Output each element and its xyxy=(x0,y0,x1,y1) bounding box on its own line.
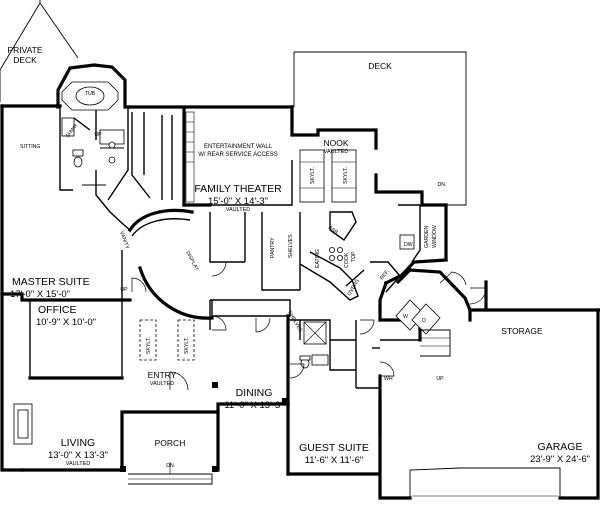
master-suite-name: MASTER SUITE xyxy=(12,276,90,288)
up-label-bath: UP xyxy=(94,132,102,138)
up-label-stair: UP xyxy=(120,287,128,293)
porch-name: PORCH xyxy=(155,438,186,448)
private-deck-label-1: PRIVATE xyxy=(7,45,42,55)
garage-name: GARAGE xyxy=(538,441,583,453)
sitting-label: SITTING xyxy=(20,144,40,150)
skylt-label-entry-2: SKYLT. xyxy=(184,337,190,354)
garage-door xyxy=(409,467,561,498)
garden-window-label-1: GARDEN xyxy=(424,226,430,248)
cook-label: COOK xyxy=(344,252,350,268)
dining-dims: 11'-0" X 13'-3" xyxy=(224,400,283,411)
top-label: TOP xyxy=(351,251,357,262)
nook-note: VAULTED xyxy=(324,149,349,155)
tub-label: TUB xyxy=(85,91,96,97)
entry-name: ENTRY xyxy=(148,370,177,380)
wh-label: WH xyxy=(384,376,393,382)
eating-label: EATING xyxy=(315,249,321,268)
skylt-label-entry-1: SKYLT. xyxy=(146,337,152,354)
master-suite-dims: 17'-0" X 15'-0" xyxy=(10,289,70,300)
w-label: W xyxy=(403,314,408,320)
entry-skylights xyxy=(139,319,195,361)
up-label-garage: UP xyxy=(436,376,444,382)
office-dims: 10'-9" X 10'-0" xyxy=(36,317,96,328)
ovens-label: OVENS xyxy=(347,278,362,297)
garage-step xyxy=(420,329,451,357)
deck-label: DECK xyxy=(368,61,392,71)
doors xyxy=(131,261,487,391)
nook-name: NOOK xyxy=(323,138,348,148)
living-note: VAULTED xyxy=(66,461,91,467)
family-theater-note: VAULTED xyxy=(226,207,251,213)
d-label: D xyxy=(422,318,426,324)
ref-label: REF. xyxy=(379,269,391,281)
interior-walls xyxy=(0,106,421,406)
private-deck-label-2: DECK xyxy=(13,55,37,65)
room-labels: PRIVATE DECK DECK TUB SITTING SHWR ENTER… xyxy=(7,45,590,467)
guest-suite-name: GUEST SUITE xyxy=(299,442,369,454)
family-theater-name: FAMILY THEATER xyxy=(194,183,282,195)
entertainment-label-1: ENTERTAINMENT WALL xyxy=(204,144,273,150)
pantry-label: PANTRY xyxy=(270,237,276,258)
display-label: DISPLAY xyxy=(184,250,200,272)
columns xyxy=(120,382,288,472)
guest-bath-fixtures xyxy=(299,321,329,369)
garden-window-label-2: WINDOW xyxy=(432,225,438,248)
fireplace xyxy=(13,403,33,445)
deck-outline xyxy=(293,51,467,206)
dn-label-deck: DN. xyxy=(438,182,447,188)
entry-note: VAULTED xyxy=(150,381,175,387)
private-deck xyxy=(0,0,79,102)
dining-name: DINING xyxy=(236,387,273,399)
vanity-label: VANITY xyxy=(118,231,130,251)
dw-label: DW xyxy=(404,242,413,248)
storage-name: STORAGE xyxy=(501,326,543,336)
bar-label: BAR xyxy=(327,225,339,236)
shelves-label-pantry: SHELVES xyxy=(288,234,294,258)
porch-steps xyxy=(128,462,213,485)
garage-dims: 23'-9" X 24'-6" xyxy=(530,454,590,465)
laundry-fixtures xyxy=(395,234,441,335)
office-name: OFFICE xyxy=(38,304,77,316)
entertainment-label-2: W/ REAR SERVICE ACCESS xyxy=(198,152,278,158)
master-bath-fixtures xyxy=(61,81,125,186)
skylt-label-nook-2: SKYLT. xyxy=(343,167,349,184)
dn-label-porch: DN xyxy=(166,463,174,469)
exterior-walls xyxy=(0,63,600,500)
skylt-label-nook-1: SKYLT. xyxy=(310,167,316,184)
guest-suite-dims: 11'-6" X 11'-6" xyxy=(305,455,364,466)
theater-fixtures xyxy=(185,111,357,261)
family-theater-dims: 15'-0" X 14'-3" xyxy=(208,196,268,207)
living-name: LIVING xyxy=(61,437,95,449)
living-dims: 13'-0" X 13'-3" xyxy=(48,450,108,461)
